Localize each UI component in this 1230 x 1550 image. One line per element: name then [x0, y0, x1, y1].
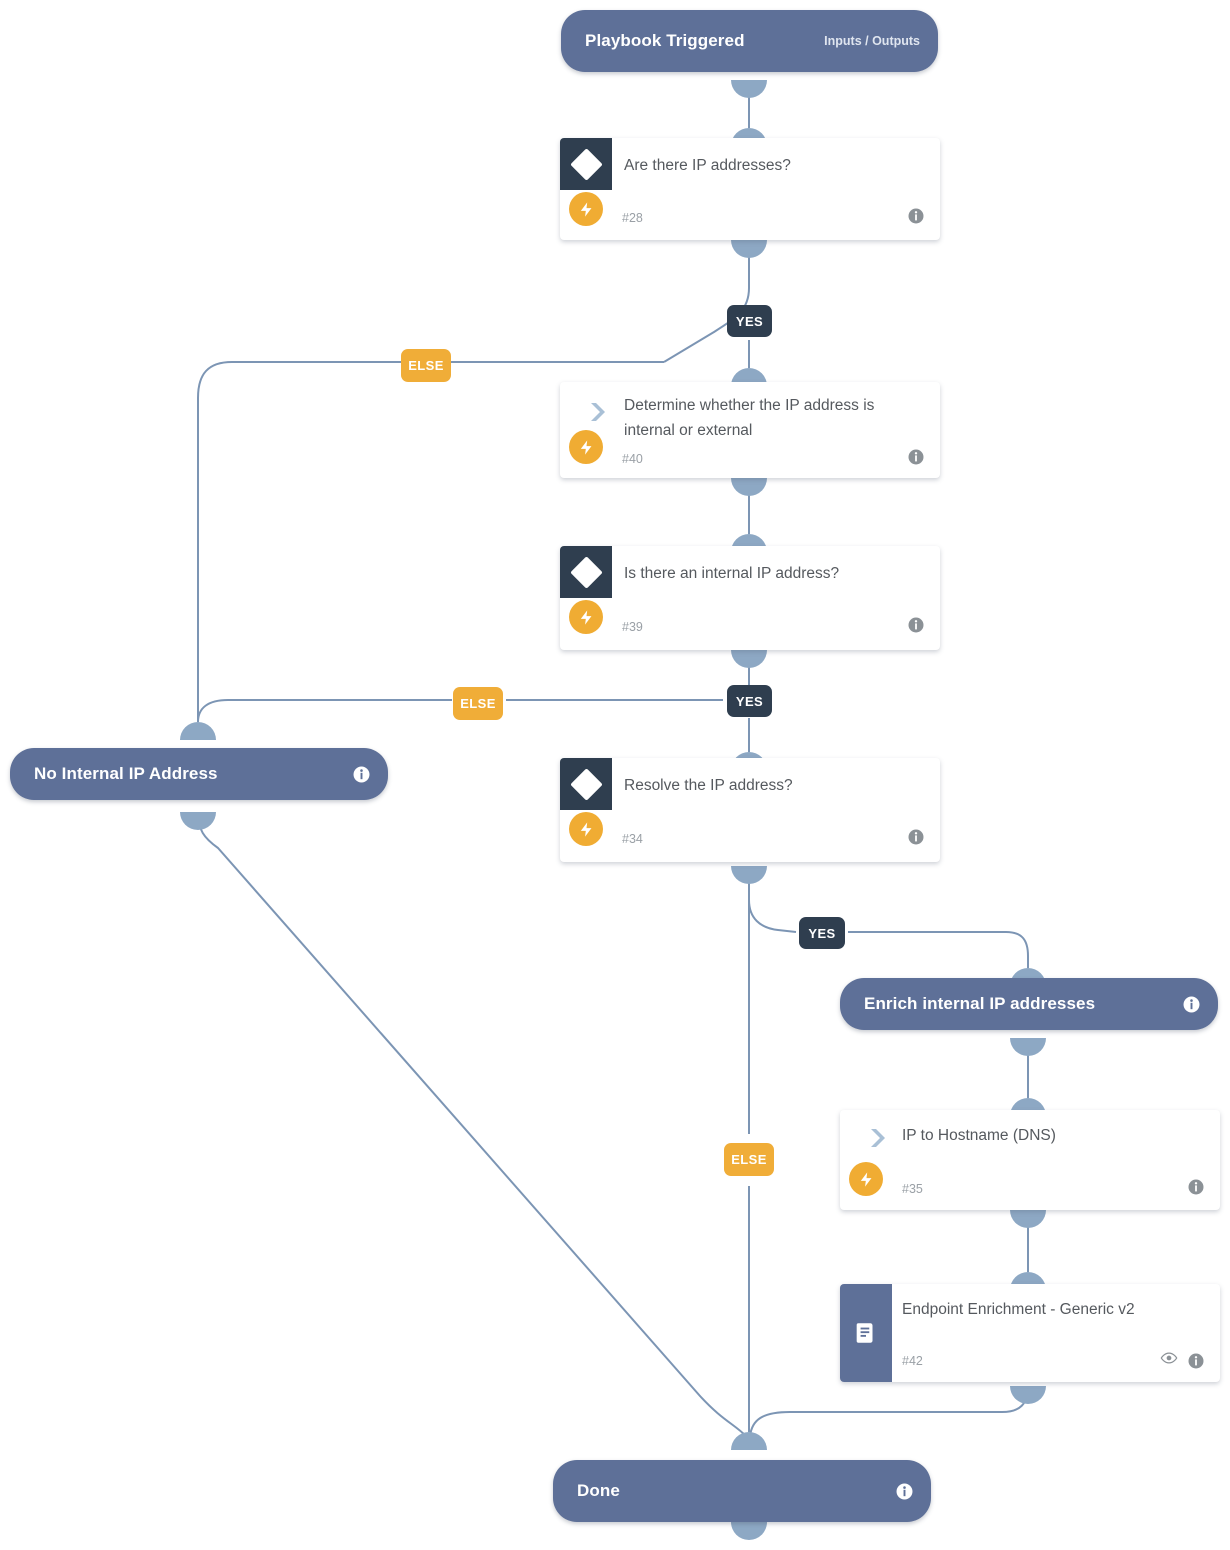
branch-badge-else-39[interactable]: ELSE [453, 687, 503, 720]
card-icons [1160, 1351, 1204, 1370]
node-playbook-triggered[interactable]: Playbook Triggered Inputs / Outputs [561, 10, 938, 72]
condition-block [560, 758, 612, 810]
node-title: Enrich internal IP addresses [864, 994, 1096, 1013]
node-done[interactable]: Done [553, 1460, 931, 1522]
node-section-no-internal-ip[interactable]: No Internal IP Address [10, 748, 388, 800]
eye-icon[interactable] [1160, 1351, 1178, 1370]
info-icon[interactable] [353, 766, 370, 783]
info-icon[interactable] [908, 617, 924, 633]
node-task-35[interactable]: IP to Hostname (DNS) #35 [840, 1110, 1220, 1210]
branch-badge-yes-34[interactable]: YES [799, 917, 845, 949]
edge-42-to-done [749, 1385, 1029, 1437]
node-title: IP to Hostname (DNS) [902, 1127, 1056, 1144]
condition-block [560, 546, 612, 598]
chevron-right-icon [860, 1124, 894, 1152]
edge-39-else-b [197, 699, 452, 723]
branch-badge-else-34[interactable]: ELSE [724, 1143, 774, 1176]
anchor-out-42 [1010, 1386, 1046, 1404]
anchor-out-done [731, 1522, 767, 1540]
anchor-in-40 [731, 368, 767, 386]
card-icons [908, 208, 924, 224]
node-title: Done [577, 1481, 620, 1500]
node-condition-28[interactable]: Are there IP addresses? #28 [560, 138, 940, 240]
node-title: Determine whether the IP address is inte… [624, 397, 875, 439]
anchor-out-enrich [1010, 1038, 1046, 1056]
lightning-bolt-icon [849, 1162, 883, 1196]
diamond-icon [569, 767, 603, 801]
info-icon[interactable] [908, 829, 924, 845]
info-icon[interactable] [908, 449, 924, 465]
node-title: Are there IP addresses? [624, 157, 791, 174]
anchor-out-28 [731, 240, 767, 258]
info-icon[interactable] [908, 208, 924, 224]
anchor-out-no-internal [180, 812, 216, 830]
card-icons [908, 829, 924, 845]
node-condition-39[interactable]: Is there an internal IP address? #39 [560, 546, 940, 650]
anchor-out-35 [1010, 1210, 1046, 1228]
node-section-enrich-internal-ip[interactable]: Enrich internal IP addresses [840, 978, 1218, 1030]
diamond-icon [569, 147, 603, 181]
branch-badge-yes-39[interactable]: YES [727, 685, 772, 717]
anchor-out-trigger [731, 80, 767, 98]
book-icon [856, 1323, 873, 1343]
node-title: No Internal IP Address [34, 764, 218, 783]
edge-no-internal-to-done [197, 811, 747, 1437]
node-number: #42 [902, 1354, 923, 1368]
node-number: #40 [622, 452, 643, 466]
info-icon[interactable] [1188, 1179, 1204, 1195]
info-icon[interactable] [1183, 996, 1200, 1013]
node-title: Is there an internal IP address? [624, 565, 840, 582]
anchor-out-34 [731, 866, 767, 884]
lightning-bolt-icon [569, 192, 603, 226]
info-icon[interactable] [896, 1483, 913, 1500]
node-condition-34[interactable]: Resolve the IP address? #34 [560, 758, 940, 862]
card-icons [908, 449, 924, 465]
card-icons [1188, 1179, 1204, 1195]
node-title: Playbook Triggered [585, 31, 745, 50]
lightning-bolt-icon [569, 600, 603, 634]
node-task-40[interactable]: Determine whether the IP address is inte… [560, 382, 940, 478]
edge-28-yes-segment-a [663, 240, 750, 363]
anchor-out-39 [731, 650, 767, 668]
info-icon[interactable] [1188, 1353, 1204, 1369]
node-playbook-42[interactable]: Endpoint Enrichment - Generic v2 #42 [840, 1284, 1220, 1382]
node-number: #28 [622, 211, 643, 225]
node-number: #34 [622, 832, 643, 846]
branch-badge-yes-28[interactable]: YES [727, 305, 772, 337]
anchor-in-no-internal [180, 722, 216, 740]
inputs-outputs-link[interactable]: Inputs / Outputs [824, 34, 920, 48]
diamond-icon [569, 555, 603, 589]
anchor-in-done [731, 1432, 767, 1450]
node-number: #35 [902, 1182, 923, 1196]
node-number: #39 [622, 620, 643, 634]
anchor-out-40 [731, 478, 767, 496]
chevron-right-icon [580, 398, 614, 426]
condition-block [560, 138, 612, 190]
branch-badge-else-28[interactable]: ELSE [401, 349, 451, 382]
edge-34-yes-b [848, 931, 1029, 968]
node-title: Resolve the IP address? [624, 777, 793, 794]
card-icons [908, 617, 924, 633]
lightning-bolt-icon [569, 430, 603, 464]
edge-28-else-b [197, 361, 412, 722]
playbook-block [840, 1284, 892, 1382]
lightning-bolt-icon [569, 812, 603, 846]
node-title: Endpoint Enrichment - Generic v2 [902, 1301, 1135, 1318]
